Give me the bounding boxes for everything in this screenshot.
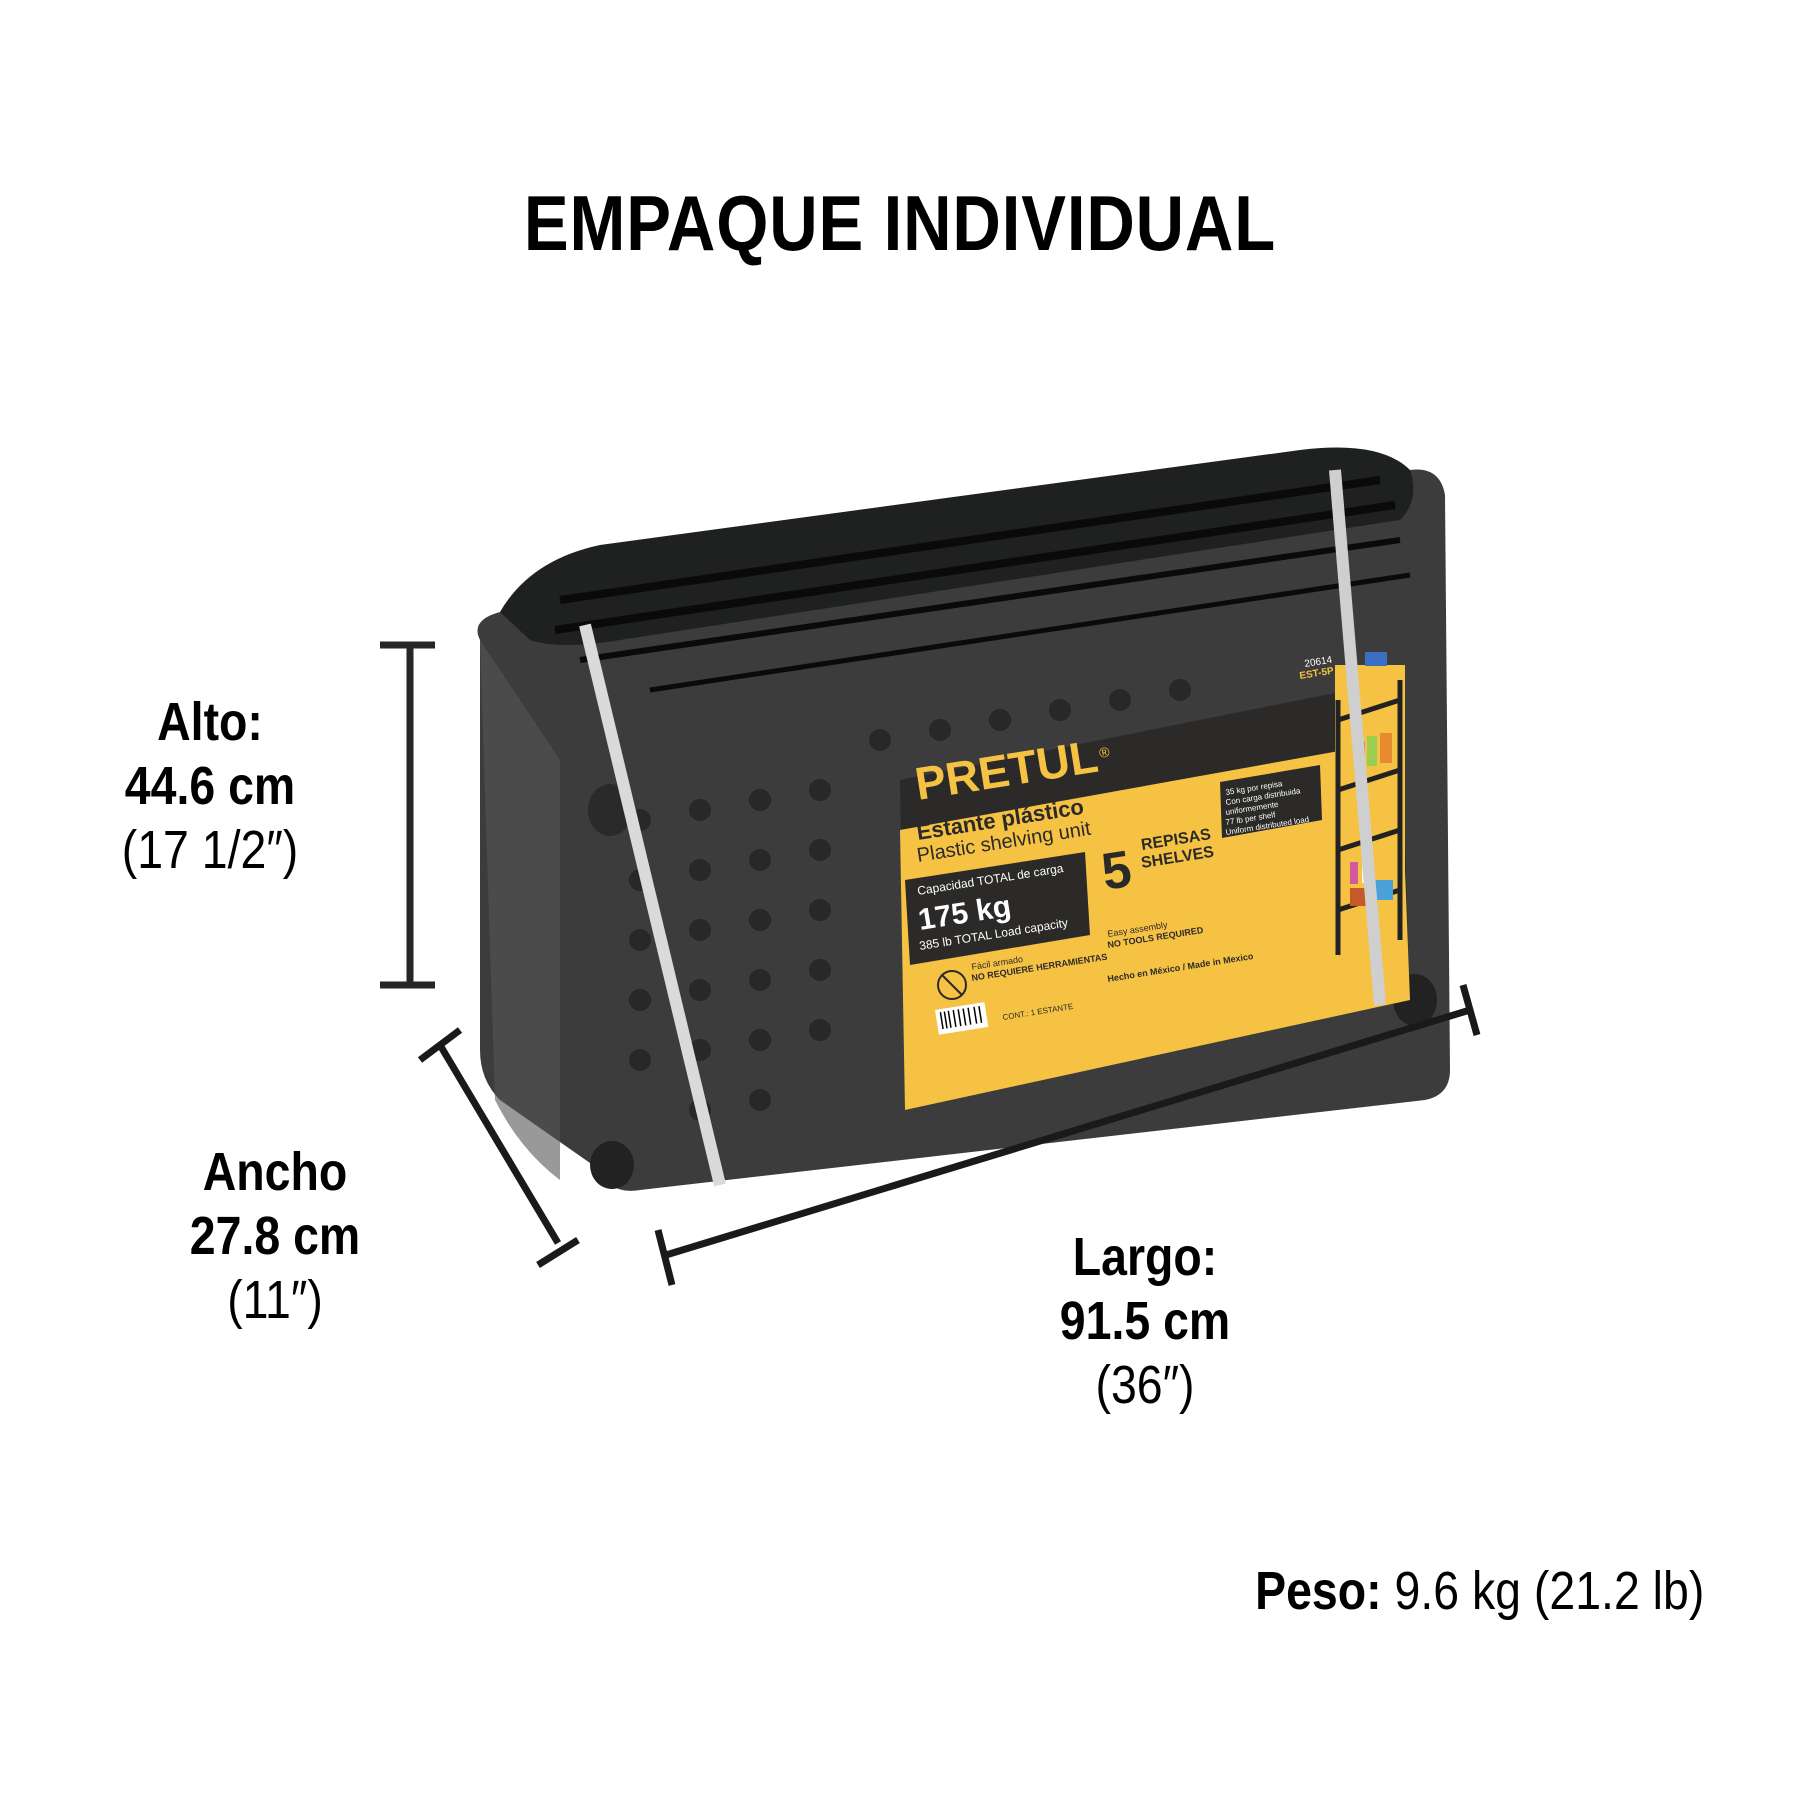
page-title: EMPAQUE INDIVIDUAL bbox=[523, 179, 1277, 267]
product-label: PRETUL ® Estante plástico Plastic shelvi… bbox=[900, 652, 1410, 1110]
no-tools-icon bbox=[937, 970, 967, 1000]
capacity-box bbox=[905, 852, 1090, 965]
length-dimension-line bbox=[654, 984, 1481, 1286]
height-dimension-line bbox=[380, 641, 435, 989]
length-label: Largo: 91.5 cm (36″) bbox=[1059, 1227, 1231, 1415]
svg-text:®: ® bbox=[1098, 743, 1111, 761]
height-label: Alto: 44.6 cm (17 1/2″) bbox=[121, 692, 299, 880]
svg-text:EST-5P: EST-5P bbox=[1299, 666, 1335, 682]
weight-info: Peso: 9.6 kg (21.2 lb) bbox=[1255, 1560, 1704, 1622]
svg-text:20614: 20614 bbox=[1304, 655, 1334, 670]
strap-right bbox=[1329, 469, 1386, 1006]
weight-value: 9.6 kg (21.2 lb) bbox=[1394, 1561, 1704, 1621]
strap-left bbox=[579, 623, 726, 1187]
weight-label: Peso: bbox=[1254, 1561, 1382, 1621]
width-label: Ancho 27.8 cm (11″) bbox=[189, 1142, 361, 1330]
width-dimension-line bbox=[417, 1027, 580, 1268]
